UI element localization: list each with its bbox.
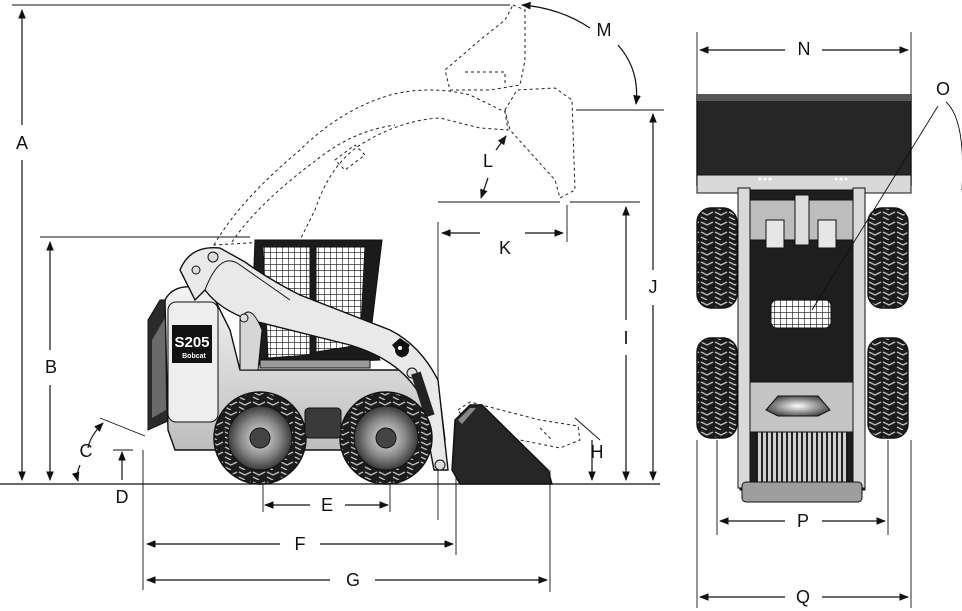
label-B: B: [45, 357, 57, 377]
front-wheel: [340, 392, 432, 484]
label-H: H: [591, 442, 604, 462]
model-text: S205: [174, 334, 209, 351]
label-N: N: [798, 39, 811, 59]
label-D: D: [116, 487, 129, 507]
label-K: K: [499, 238, 511, 258]
skid-steer-front-view: [697, 95, 911, 502]
label-M: M: [597, 20, 612, 40]
raised-lift-arm-outline: [214, 5, 575, 245]
label-Q: Q: [796, 587, 810, 607]
label-E: E: [321, 495, 333, 515]
label-G: G: [346, 570, 360, 590]
label-F: F: [295, 534, 306, 554]
label-J: J: [649, 277, 658, 297]
label-I: I: [623, 328, 628, 348]
label-A: A: [16, 133, 28, 153]
brand-text: Bobcat: [182, 353, 206, 360]
label-O: O: [936, 79, 950, 99]
label-L: L: [483, 151, 493, 171]
skid-steer-side-view: S205 Bobcat: [148, 240, 552, 484]
rear-wheel: [214, 392, 306, 484]
label-C: C: [80, 441, 93, 461]
label-P: P: [797, 511, 809, 531]
